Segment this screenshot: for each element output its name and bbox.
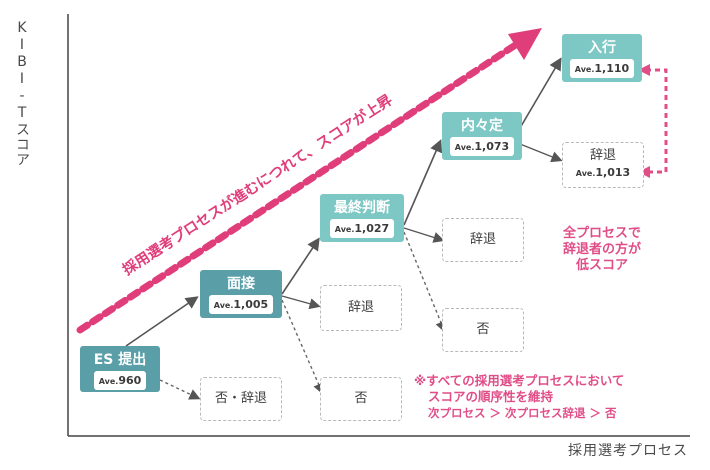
stage-join-title: 入行: [588, 40, 616, 56]
side-note-line-3: 低スコア: [575, 258, 628, 273]
side-note-line-2: 辞退者の方が: [562, 242, 641, 257]
connector-interview-decline: [281, 295, 321, 310]
ave-value: 960: [118, 374, 142, 387]
stage-join-box: 入行 Ave.1,110: [562, 34, 642, 82]
ave-prefix: Ave.: [454, 143, 475, 152]
stage-offer-box: 内々定 Ave.1,073: [442, 112, 522, 160]
bottom-note-line-2: スコアの順序性を維持: [428, 389, 554, 404]
connector-es-interview: [125, 296, 199, 347]
connector-es-reject: [159, 379, 201, 400]
ave-value: 1,110: [594, 62, 630, 75]
bottom-note: ※すべての採用選考プロセスにおいて スコアの順序性を維持 次プロセス ＞ 次プロ…: [414, 373, 704, 421]
ave-prefix: Ave.: [98, 377, 119, 386]
connector-final-offer: [403, 139, 443, 226]
stage-join-average: Ave.1,110: [569, 59, 635, 78]
connector-interview-final: [281, 237, 320, 295]
ave-value: 1,013: [595, 166, 631, 179]
side-note-line-1: 全プロセスで: [562, 226, 641, 241]
ave-prefix: Ave.: [334, 225, 355, 234]
bracket-arrow-top: [638, 64, 650, 76]
outcome-offer-decline: 辞退 Ave.1,013: [562, 142, 644, 188]
outcome-final-decline: 辞退: [442, 218, 524, 262]
progress-arrow-line: [76, 38, 524, 334]
side-note: 全プロセスで 辞退者の方が 低スコア: [548, 226, 656, 274]
comparison-bracket: [646, 68, 668, 174]
outcome-interview-decline: 辞退: [320, 285, 402, 331]
ave-prefix: Ave.: [575, 169, 596, 178]
ave-value: 1,073: [474, 140, 510, 153]
stage-es-box: ES 提出 Ave.960: [80, 346, 160, 392]
stage-interview-box: 面接 Ave.1,005: [200, 270, 282, 318]
stage-offer-average: Ave.1,073: [449, 137, 515, 156]
x-axis-label: 採用選考プロセス: [568, 443, 688, 459]
outcome-interview-reject: 否: [320, 377, 402, 421]
outcome-offer-decline-average: Ave.1,013: [563, 164, 643, 182]
ave-prefix: Ave.: [213, 301, 234, 310]
bottom-note-line-3: 次プロセス ＞ 次プロセス辞退 ＞ 否: [428, 406, 617, 420]
connector-offer-join: [519, 57, 562, 129]
bracket-arrow-bottom: [638, 166, 650, 178]
stage-final-box: 最終判断 Ave.1,027: [320, 194, 404, 242]
stage-final-average: Ave.1,027: [329, 219, 395, 238]
outcome-es-reject: 否・辞退: [200, 377, 282, 421]
stage-final-title: 最終判断: [334, 200, 390, 216]
outcome-offer-decline-label: 辞退: [589, 148, 616, 163]
ave-prefix: Ave.: [574, 65, 595, 74]
stage-interview-average: Ave.1,005: [208, 295, 274, 314]
ave-value: 1,005: [233, 298, 269, 311]
outcome-final-reject: 否: [442, 308, 524, 352]
stage-interview-title: 面接: [227, 276, 255, 292]
stage-es-title: ES 提出: [93, 352, 147, 368]
y-axis-label: KIBI-Tスコア: [14, 20, 30, 167]
connector-final-decline: [403, 227, 445, 243]
progress-arrow-head: [508, 28, 542, 60]
connector-interview-reject: [281, 299, 324, 395]
bottom-note-line-1: ※すべての採用選考プロセスにおいて: [414, 373, 625, 388]
stage-es-average: Ave.960: [93, 371, 147, 390]
connector-final-reject: [403, 231, 447, 333]
ave-value: 1,027: [354, 222, 390, 235]
connector-offer-decline: [519, 143, 563, 163]
stage-offer-title: 内々定: [461, 118, 503, 134]
